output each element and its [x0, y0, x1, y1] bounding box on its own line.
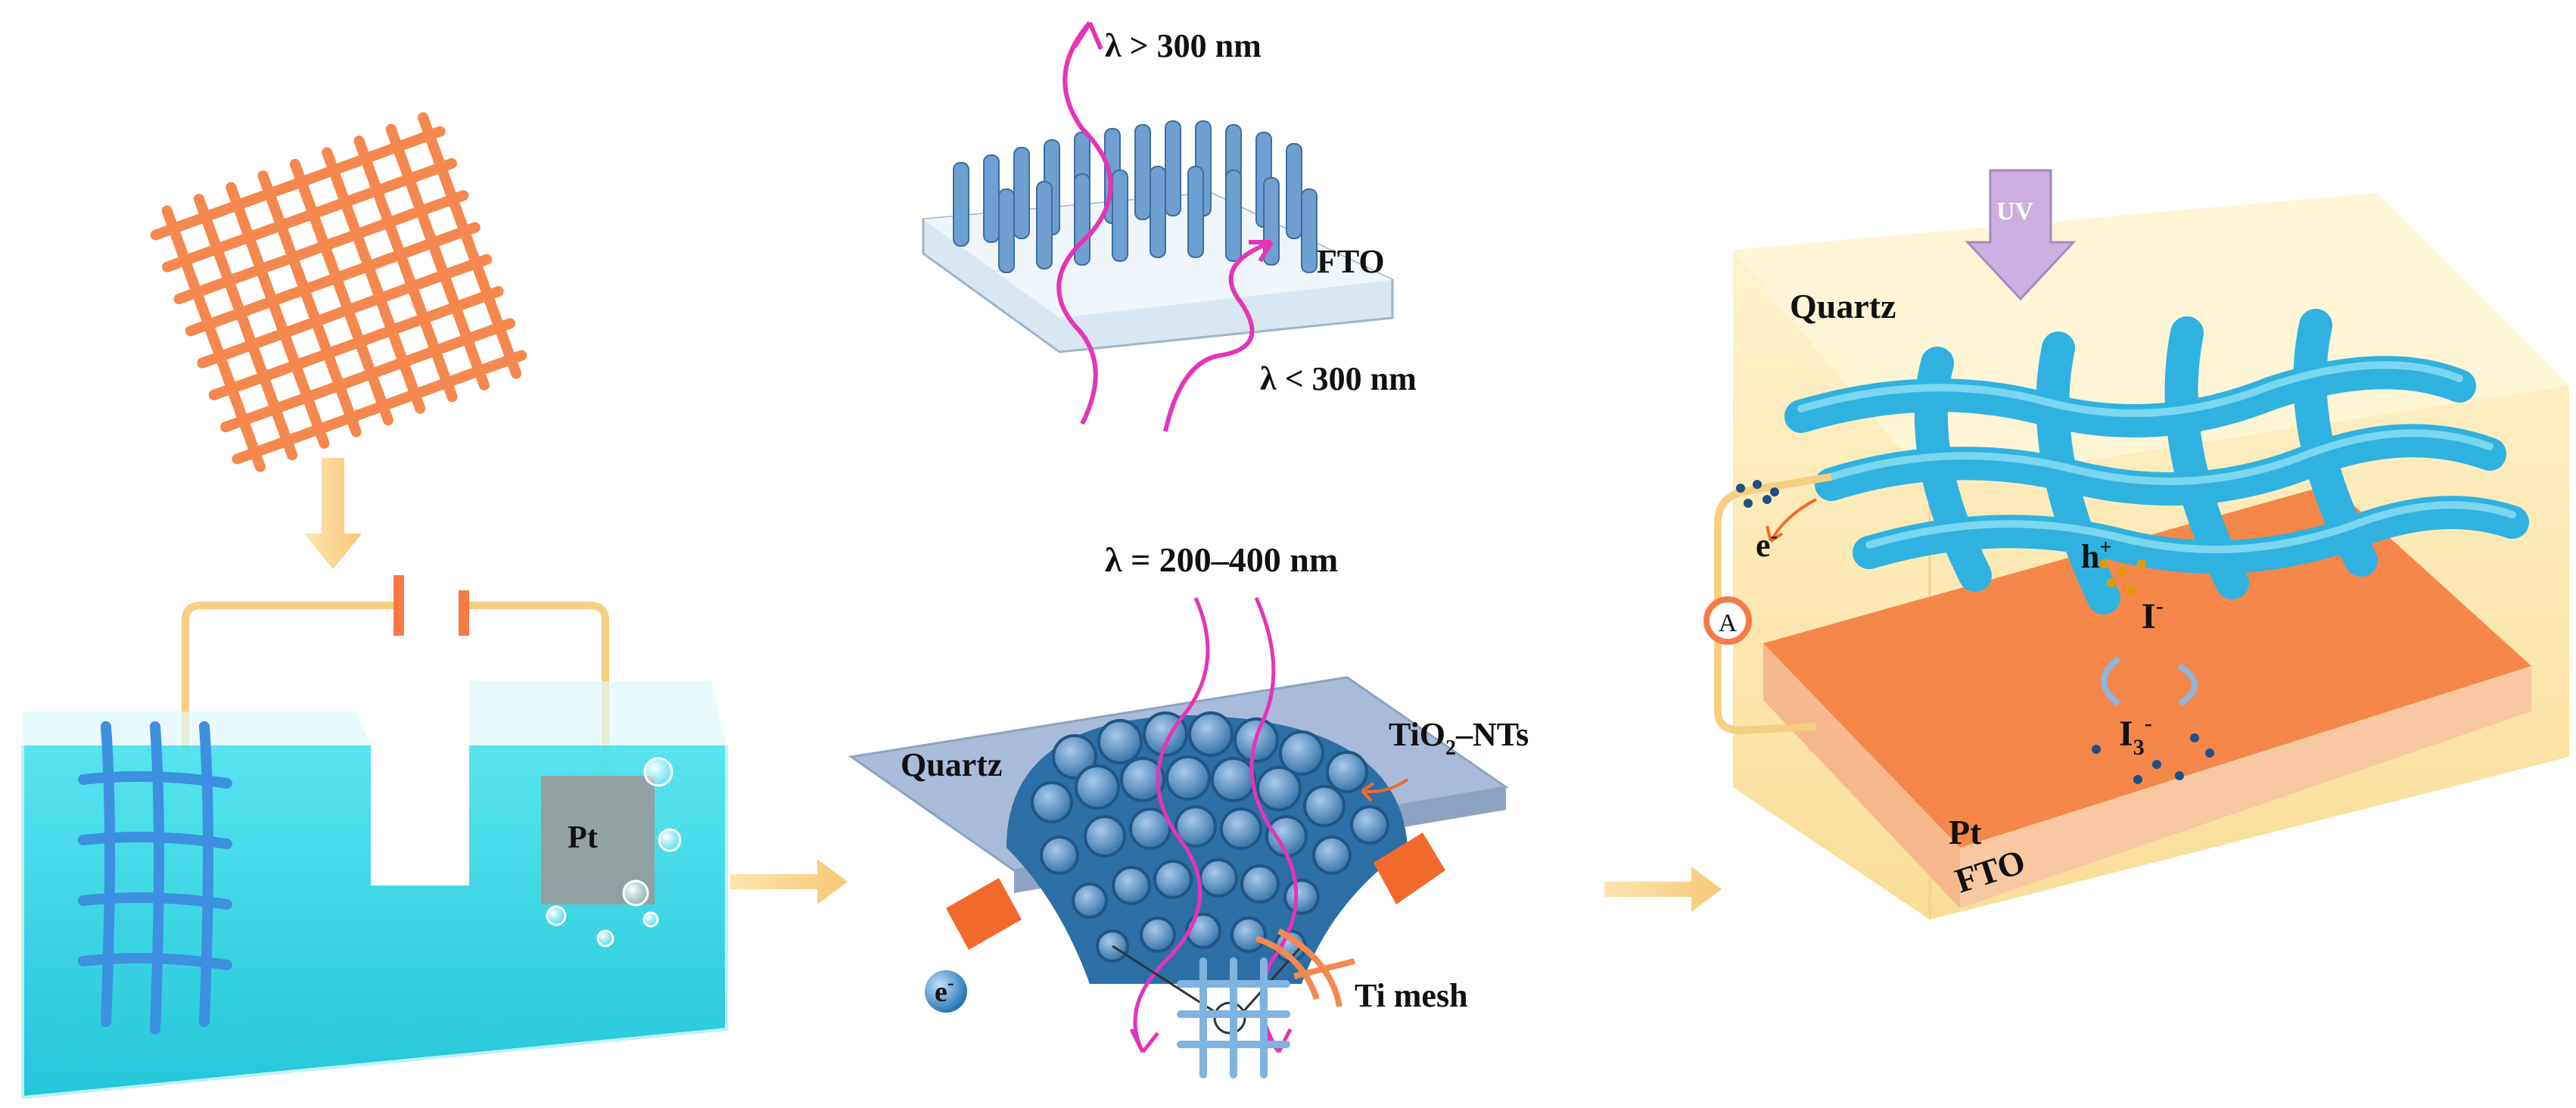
tio2-nts-label: TiO2–NTs: [1389, 716, 1529, 760]
gas-bubbles: [546, 757, 682, 948]
ti-mesh-electrode: [78, 721, 232, 1035]
light-ray-short-wavelength: [1163, 240, 1273, 432]
power-plate-right: [459, 590, 469, 636]
power-plate-left: [394, 575, 404, 636]
electron-label-mid: e-: [935, 972, 954, 1008]
light-ray-left: [1133, 596, 1210, 1054]
contact-right: [1374, 833, 1445, 904]
hole-label: h+: [2081, 536, 2111, 575]
uv-label: UV: [1996, 198, 2034, 226]
nanotube-fiber-mesh: [1784, 309, 2529, 615]
nanotube-dome: [1006, 711, 1408, 984]
contact-left: [946, 878, 1022, 950]
circuit-wire: [182, 602, 609, 780]
process-arrow-right-1: [730, 859, 848, 904]
uv-arrow: [1965, 169, 2077, 301]
panel-photoanode: λ = 200–400 nm Quartz: [848, 540, 1722, 1078]
light-ray-long-wavelength: [1056, 21, 1113, 425]
pt-layer-label: Pt: [1949, 813, 1982, 851]
ti-mesh-label: Ti mesh: [1355, 977, 1468, 1014]
redox-cycle-arrow: [2101, 655, 2198, 707]
process-arrow-right-2: [1604, 867, 1722, 912]
ammeter-label: A: [1719, 609, 1738, 637]
electron-particle: [925, 970, 967, 1013]
pt-electrode-label: Pt: [568, 820, 598, 855]
lambda-less-label: λ < 300 nm: [1260, 360, 1417, 397]
process-arrow-down: [304, 458, 362, 569]
triiodide-dots: [2092, 733, 2214, 784]
ti-mesh-detail: [1177, 957, 1290, 1078]
fto-layer: [1960, 666, 2531, 908]
lambda-range-label: λ = 200–400 nm: [1105, 540, 1338, 579]
hole-dots: [2099, 559, 2146, 595]
ammeter: [1703, 596, 1752, 645]
electron-label-cell: e-: [1756, 524, 1778, 564]
quartz-label-mid: Quartz: [901, 746, 1002, 783]
iodide-label: I-: [2142, 593, 2164, 636]
lambda-greater-label: λ > 300 nm: [1105, 27, 1262, 64]
panel-fto-absorption: λ > 300 nm FTO λ < 300 nm: [922, 21, 1417, 432]
pt-layer: [1763, 484, 2531, 848]
panel-anodization: Pt: [21, 112, 848, 1100]
ti-mesh-raw: [150, 112, 527, 472]
electron-dots: [1736, 480, 1779, 508]
triiodide-label: I3-: [2119, 711, 2152, 760]
quartz-label-cell: Quartz: [1790, 287, 1896, 325]
panel-cell: UV Quartz A e-: [1703, 169, 2569, 920]
fto-label-top: FTO: [1317, 243, 1385, 280]
